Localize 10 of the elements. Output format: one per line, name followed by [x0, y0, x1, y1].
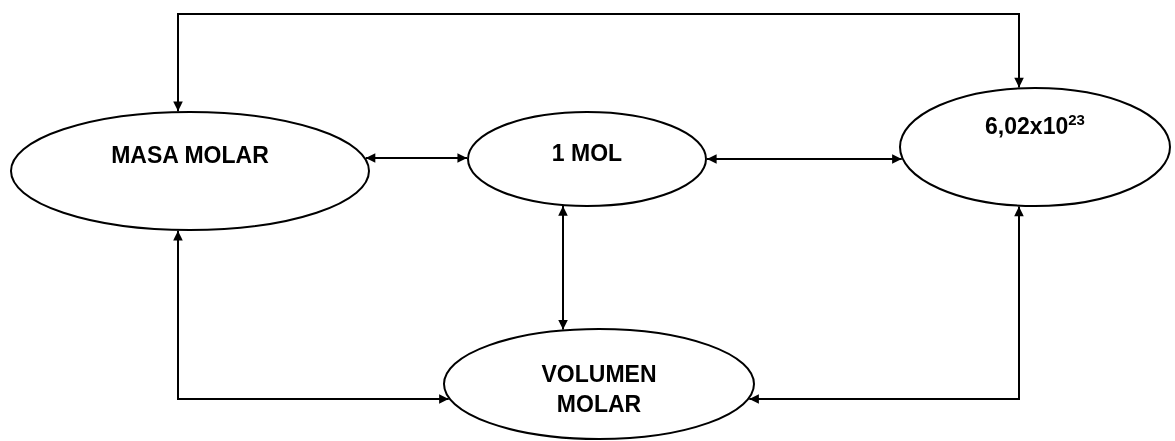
node-label: 1 MOL [551, 139, 623, 169]
node-label: MASA MOLAR [111, 141, 269, 171]
arrow [748, 205, 1024, 404]
node-label: VOLUMEN MOLAR [540, 360, 658, 419]
arrow [558, 205, 568, 331]
arrow [173, 13, 1024, 113]
node-label: 6,02x10$^{23}$ [985, 112, 1085, 142]
arrow [706, 154, 903, 164]
arrow [364, 153, 469, 163]
arrow [173, 229, 450, 404]
